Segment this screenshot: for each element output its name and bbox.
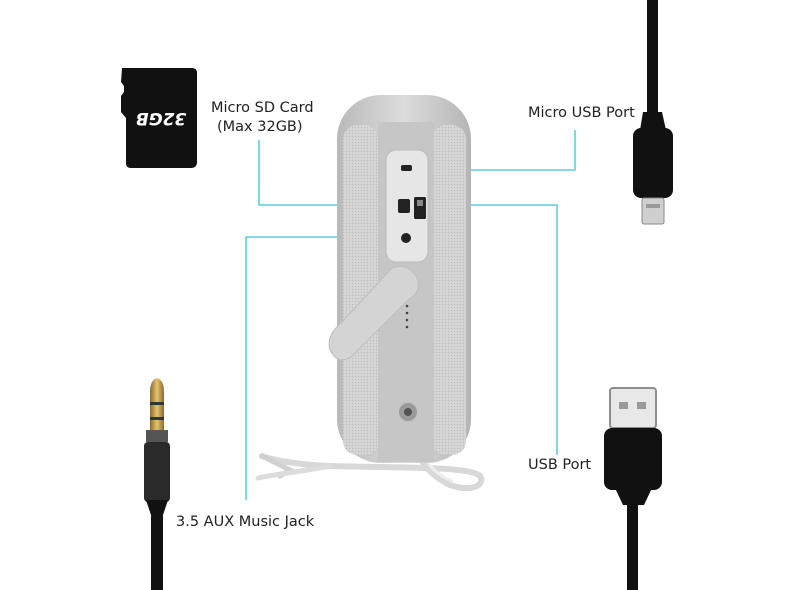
micro-usb-port-label: Micro USB Port bbox=[528, 105, 635, 121]
aux-port bbox=[401, 233, 411, 243]
micro-sd-card-note: (Max 32GB) bbox=[217, 119, 303, 135]
micro-sd-card-label: Micro SD Card bbox=[211, 100, 314, 116]
micro-usb-cable-icon bbox=[633, 0, 673, 225]
micro-sd-slot bbox=[398, 199, 410, 213]
sd-card-capacity: 32GB bbox=[136, 108, 187, 128]
aux-jack-label: 3.5 AUX Music Jack bbox=[176, 514, 315, 530]
bluetooth-speaker-image bbox=[328, 95, 471, 463]
usb-port-label: USB Port bbox=[528, 457, 592, 473]
aux-cable-icon bbox=[144, 378, 170, 590]
micro-usb-port bbox=[401, 165, 412, 171]
usb-cable-icon bbox=[604, 387, 662, 590]
micro-sd-card-icon: 32GB bbox=[121, 68, 197, 168]
